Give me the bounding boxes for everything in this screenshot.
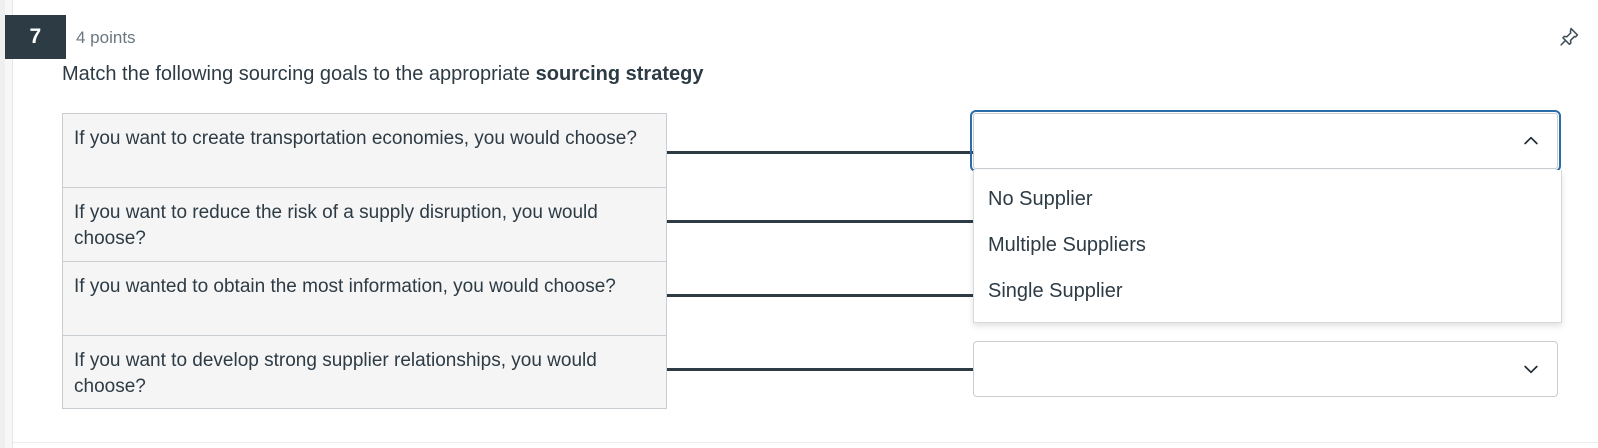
matching-question-body: If you want to create transportation eco…	[62, 110, 1562, 409]
question-prompt: Match the following sourcing goals to th…	[62, 61, 703, 87]
page-gutter-outer	[0, 0, 5, 448]
matching-connector-line	[667, 368, 975, 371]
matching-answer-option[interactable]: Single Supplier	[988, 280, 1123, 302]
matching-connector-line	[667, 151, 975, 154]
page-gutter-divider	[12, 0, 13, 448]
matching-answer-select-2[interactable]	[973, 341, 1558, 397]
matching-connector-line	[667, 294, 975, 297]
matching-answer-select-1-wrap: No Supplier Multiple Suppliers Single Su…	[970, 110, 1562, 323]
matching-prompt-item: If you want to create transportation eco…	[62, 113, 667, 187]
matching-answer-select-1[interactable]	[970, 110, 1561, 172]
matching-left-column: If you want to create transportation eco…	[62, 113, 667, 409]
matching-answer-options-list: No Supplier Multiple Suppliers Single Su…	[973, 170, 1562, 323]
matching-right-column: No Supplier Multiple Suppliers Single Su…	[970, 110, 1562, 397]
question-prompt-text: Match the following sourcing goals to th…	[62, 63, 536, 85]
question-bottom-divider	[13, 442, 1598, 443]
question-number-badge: 7	[5, 15, 66, 59]
matching-answer-option[interactable]: Multiple Suppliers	[988, 234, 1146, 256]
question-points-label: 4 points	[76, 28, 136, 47]
chevron-down-icon[interactable]	[1521, 359, 1541, 379]
matching-connector-line	[667, 220, 975, 223]
page-gutter-inner	[5, 0, 12, 448]
matching-answer-option[interactable]: No Supplier	[988, 188, 1093, 210]
matching-prompt-item: If you wanted to obtain the most informa…	[62, 261, 667, 335]
chevron-up-icon[interactable]	[1521, 131, 1541, 151]
question-prompt-emphasis: sourcing strategy	[535, 63, 704, 85]
pin-question-button[interactable]	[1548, 16, 1590, 58]
pin-icon	[1558, 26, 1580, 48]
matching-prompt-item: If you want to develop strong supplier r…	[62, 335, 667, 409]
matching-answer-select-2-wrap	[973, 341, 1558, 397]
matching-prompt-item: If you want to reduce the risk of a supp…	[62, 187, 667, 261]
